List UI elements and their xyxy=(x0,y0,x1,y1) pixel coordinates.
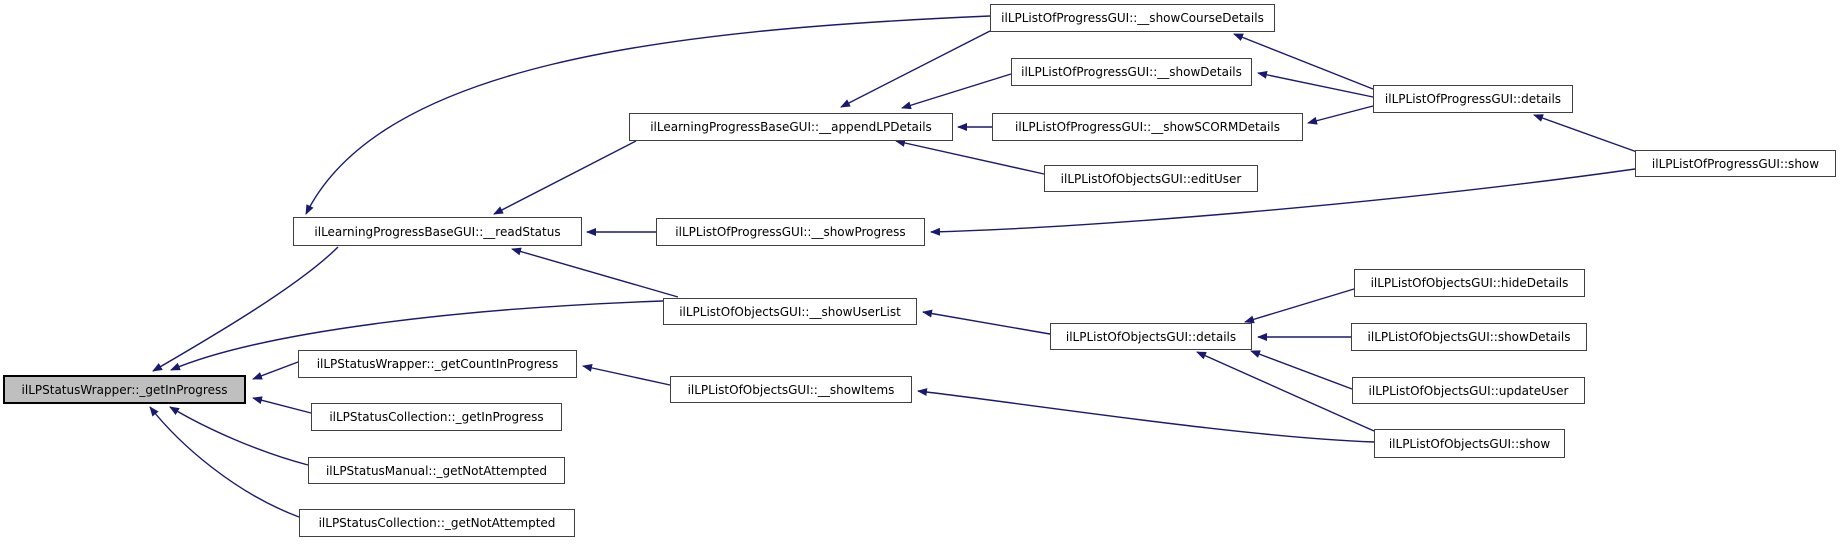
node-appendLPDetails[interactable]: ilLearningProgressBaseGUI::__appendLPDet… xyxy=(629,113,953,141)
node-showDetailsO[interactable]: ilLPListOfObjectsGUI::showDetails xyxy=(1351,323,1587,351)
node-label-showProgress: ilLPListOfProgressGUI::__showProgress xyxy=(675,225,906,239)
edge-appendLPDetails-to-readStatus xyxy=(493,140,637,215)
node-showSCORMDetails[interactable]: ilLPListOfProgressGUI::__showSCORMDetail… xyxy=(992,113,1303,141)
node-readStatus[interactable]: ilLearningProgressBaseGUI::__readStatus xyxy=(293,217,582,246)
node-showProgress[interactable]: ilLPListOfProgressGUI::__showProgress xyxy=(656,218,925,246)
node-label-showCourseDetails: ilLPListOfProgressGUI::__showCourseDetai… xyxy=(1001,11,1264,25)
edge-showCourseDetails-to-appendLPDetails xyxy=(840,30,991,108)
node-showCourseDetails[interactable]: ilLPListOfProgressGUI::__showCourseDetai… xyxy=(990,4,1275,32)
node-label-hideDetails: ilLPListOfObjectsGUI::hideDetails xyxy=(1370,276,1569,290)
node-showDetailsP[interactable]: ilLPListOfProgressGUI::__showDetails xyxy=(1011,58,1252,86)
node-label-readStatus: ilLearningProgressBaseGUI::__readStatus xyxy=(314,224,561,239)
edge-collGetNotAttempted-to-getInProgress xyxy=(149,406,300,518)
edge-updateUser-to-detailsO xyxy=(1250,350,1353,390)
edge-showUserList-to-readStatus xyxy=(511,247,679,298)
node-label-collGetNotAttempted: ilLPStatusCollection::_getNotAttempted xyxy=(318,516,556,530)
node-showUserList[interactable]: ilLPListOfObjectsGUI::__showUserList xyxy=(663,298,917,325)
edge-showDetailsP-to-appendLPDetails xyxy=(901,73,1012,110)
node-label-detailsP: ilLPListOfProgressGUI::details xyxy=(1384,92,1562,106)
edge-collGetInProgress-to-getInProgress xyxy=(252,396,312,414)
node-label-updateUser: ilLPListOfObjectsGUI::updateUser xyxy=(1368,383,1569,398)
edge-showCourseDetails-to-readStatus xyxy=(305,15,991,215)
node-label-showSCORMDetails: ilLPListOfProgressGUI::__showSCORMDetail… xyxy=(1015,120,1280,134)
node-label-showDetailsO: ilLPListOfObjectsGUI::showDetails xyxy=(1367,330,1571,344)
edge-hideDetails-to-detailsO xyxy=(1244,288,1355,324)
node-detailsO[interactable]: ilLPListOfObjectsGUI::details xyxy=(1050,323,1252,350)
edge-showUserList-to-getInProgress xyxy=(170,300,664,371)
node-label-showDetailsP: ilLPListOfProgressGUI::__showDetails xyxy=(1021,65,1242,79)
node-label-collGetInProgress: ilLPStatusCollection::_getInProgress xyxy=(329,410,544,424)
node-manualGetNotAttempted[interactable]: ilLPStatusManual::_getNotAttempted xyxy=(308,457,565,484)
node-updateUser[interactable]: ilLPListOfObjectsGUI::updateUser xyxy=(1352,377,1585,404)
node-getCountInProgress[interactable]: ilLPStatusWrapper::_getCountInProgress xyxy=(298,350,577,378)
edge-manualGetNotAttempted-to-getInProgress xyxy=(169,406,309,466)
edge-showP-to-detailsP xyxy=(1533,114,1638,153)
edge-showP-to-showProgress xyxy=(930,168,1636,236)
edge-readStatus-to-getInProgress xyxy=(152,246,339,372)
edge-detailsP-to-showCourseDetails xyxy=(1233,33,1374,90)
edge-showItems-to-getCountInProgress xyxy=(582,364,671,386)
node-editUser[interactable]: ilLPListOfObjectsGUI::editUser xyxy=(1044,165,1258,192)
node-getInProgress: ilLPStatusWrapper::_getInProgress xyxy=(3,375,246,404)
node-label-showItems: ilLPListOfObjectsGUI::__showItems xyxy=(687,382,895,397)
edge-detailsP-to-showSCORMDetails xyxy=(1307,105,1374,125)
edge-showO-to-showItems xyxy=(917,388,1375,443)
node-showP[interactable]: ilLPListOfProgressGUI::show xyxy=(1635,150,1836,177)
edge-detailsO-to-showUserList xyxy=(922,309,1051,335)
node-label-appendLPDetails: ilLearningProgressBaseGUI::__appendLPDet… xyxy=(650,120,932,134)
node-label-editUser: ilLPListOfObjectsGUI::editUser xyxy=(1060,171,1242,186)
edge-detailsP-to-showDetailsP xyxy=(1257,70,1374,98)
edge-editUser-to-appendLPDetails xyxy=(895,139,1045,175)
node-showItems[interactable]: ilLPListOfObjectsGUI::__showItems xyxy=(670,376,912,403)
node-label-showO: ilLPListOfObjectsGUI::show xyxy=(1388,436,1551,451)
node-collGetNotAttempted[interactable]: ilLPStatusCollection::_getNotAttempted xyxy=(299,509,575,537)
node-label-getCountInProgress: ilLPStatusWrapper::_getCountInProgress xyxy=(316,357,559,371)
edge-showO-to-detailsO xyxy=(1196,351,1375,432)
node-detailsP[interactable]: ilLPListOfProgressGUI::details xyxy=(1373,85,1573,113)
node-label-showUserList: ilLPListOfObjectsGUI::__showUserList xyxy=(679,304,901,319)
edge-getCountInProgress-to-getInProgress xyxy=(252,361,299,380)
node-label-detailsO: ilLPListOfObjectsGUI::details xyxy=(1065,329,1237,344)
node-label-getInProgress: ilLPStatusWrapper::_getInProgress xyxy=(21,382,228,397)
node-hideDetails[interactable]: ilLPListOfObjectsGUI::hideDetails xyxy=(1354,269,1585,297)
node-showO[interactable]: ilLPListOfObjectsGUI::show xyxy=(1374,429,1565,458)
node-collGetInProgress[interactable]: ilLPStatusCollection::_getInProgress xyxy=(311,403,562,431)
node-label-manualGetNotAttempted: ilLPStatusManual::_getNotAttempted xyxy=(325,463,548,478)
node-label-showP: ilLPListOfProgressGUI::show xyxy=(1651,156,1820,171)
